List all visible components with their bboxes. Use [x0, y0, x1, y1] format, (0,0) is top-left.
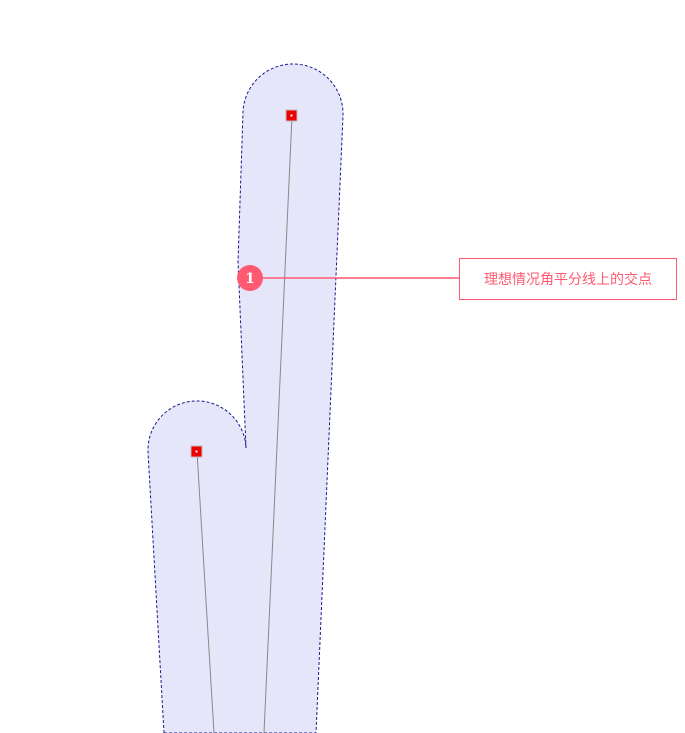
annotation-marker-number: 1	[245, 271, 255, 287]
buffer-polygon	[147, 63, 344, 733]
annotation-callout: 理想情况角平分线上的交点	[459, 258, 677, 300]
vertex-marker-left[interactable]	[190, 445, 203, 458]
centerline-left	[196, 451, 215, 733]
vertex-marker-top[interactable]	[285, 109, 298, 122]
centerline-right	[263, 115, 293, 733]
annotation-marker[interactable]: 1	[237, 265, 263, 291]
annotation-callout-text: 理想情况角平分线上的交点	[484, 272, 652, 288]
